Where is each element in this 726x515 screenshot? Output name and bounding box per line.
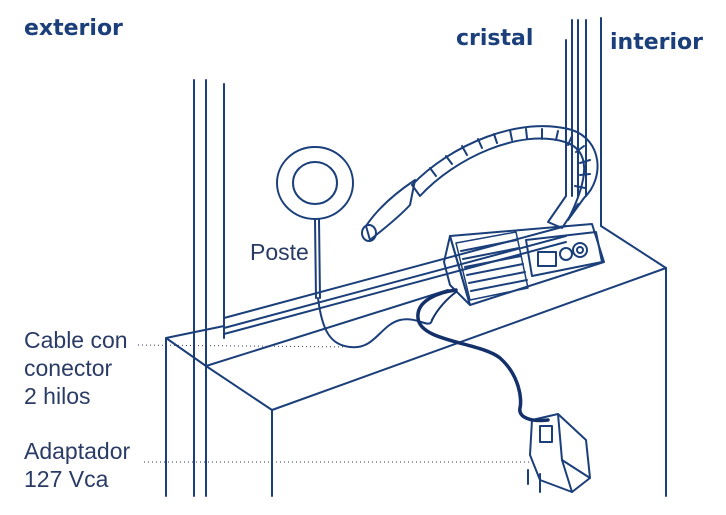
window-sill [165,225,667,497]
interior-base-unit [443,223,605,306]
exterior-heading: exterior [24,16,123,41]
adapter-label-line-1: Adaptador [24,438,131,464]
adapter-label-line-2: 127 Vca [24,466,109,492]
adapter-label: Adaptador 127 Vca [24,437,130,493]
cable-label: Cable con conector 2 hilos [24,326,128,410]
cable-label-line-1: Cable con [24,327,128,353]
gooseneck-microphone [361,125,599,242]
power-cable [416,288,550,423]
callout-leaders [137,344,532,463]
post-cable-link [431,291,457,321]
cable-label-line-2: conector [24,355,113,381]
interior-heading: interior [610,30,703,55]
power-adapter [527,413,591,493]
post-label: Poste [250,239,309,265]
glass-heading: cristal [456,26,534,51]
cable-label-line-3: 2 hilos [24,383,91,409]
